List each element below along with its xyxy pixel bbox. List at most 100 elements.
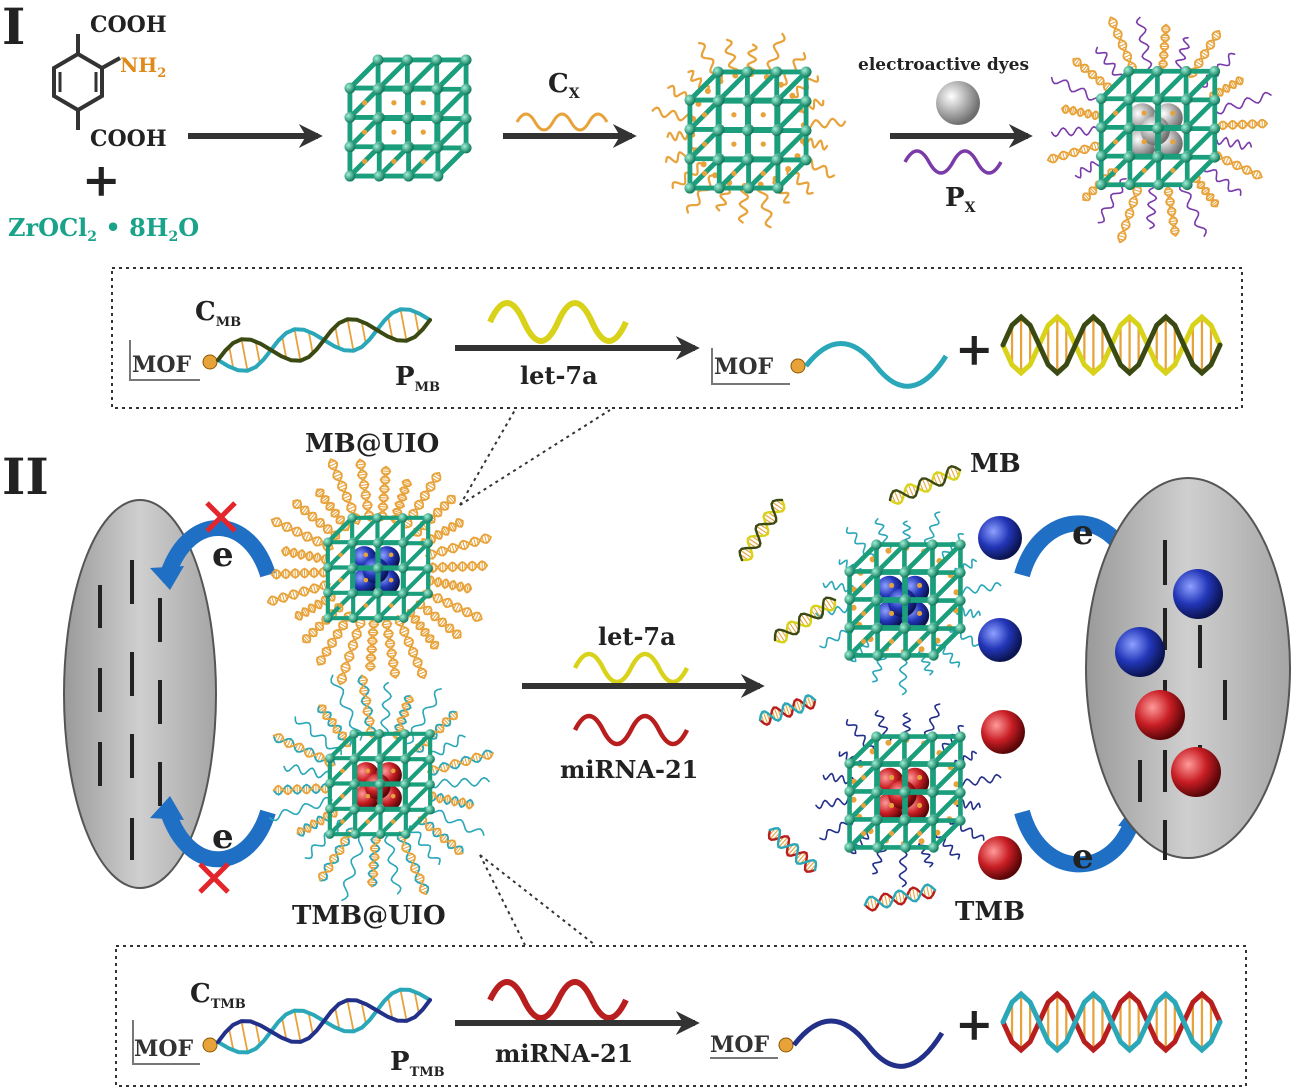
dye-sphere-icon: [936, 81, 980, 125]
base-pair: [926, 884, 930, 899]
zr-node: [347, 563, 357, 574]
zr-node: [899, 567, 910, 578]
duplex: [1000, 313, 1223, 377]
zr-node: [927, 567, 938, 578]
mof-nodes: [844, 731, 966, 853]
strut: [1127, 68, 1160, 102]
probe-duplex: [292, 499, 341, 541]
electrode-left-probes: [98, 560, 162, 860]
base-pair: [366, 656, 376, 659]
linker-dot: [889, 802, 895, 808]
strut: [1156, 68, 1189, 102]
linker-dot: [1170, 167, 1176, 174]
probe-duplex: [1158, 23, 1171, 70]
mof-right-bracket-mb: [711, 348, 790, 385]
strut: [435, 86, 469, 120]
let7a-label-middle: let-7a: [598, 622, 676, 651]
linker-dot: [701, 141, 708, 147]
let7a-strand-top: [487, 300, 629, 344]
strand-b: [1188, 30, 1221, 79]
probe-duplex: [1217, 118, 1268, 131]
base-pair: [281, 1017, 288, 1041]
base-pair: [1234, 161, 1240, 170]
strand-a: [1061, 104, 1101, 119]
zr-node: [871, 567, 882, 578]
base-pair: [369, 864, 379, 867]
base-pair: [367, 640, 377, 642]
zr-node: [400, 779, 410, 790]
probe-strand: [1095, 46, 1124, 81]
base-pair: [824, 597, 834, 611]
probe-strand: [380, 681, 393, 737]
zr-node: [1123, 123, 1135, 134]
cross-mark-top-icon: [205, 501, 237, 533]
base-pair: [893, 490, 901, 504]
mirna21-label-box: miRNA-21: [495, 1039, 633, 1068]
base-pair: [397, 718, 407, 723]
base-pair: [322, 648, 331, 655]
strut: [376, 57, 410, 91]
base-pair: [447, 495, 455, 504]
zr-node: [401, 142, 413, 154]
probe-duplex: [426, 575, 473, 594]
mirna21-strand-bottom: [487, 979, 629, 1021]
strut: [401, 541, 431, 570]
zr-node: [1209, 94, 1221, 106]
strut: [378, 731, 407, 761]
probe-anchor: [777, 81, 784, 88]
zr-node: [403, 170, 415, 182]
probe-duplex: [364, 618, 380, 672]
mb-on-electrode-1: [1173, 569, 1223, 619]
linker-dot: [889, 830, 895, 836]
linker-dot: [861, 830, 867, 836]
base-pair: [805, 860, 816, 872]
base-pair: [404, 697, 414, 702]
mof-framework: [847, 734, 963, 850]
zr-node: [1209, 123, 1221, 134]
probe-strand: [724, 38, 740, 77]
zr-node: [712, 66, 724, 78]
probe-duplex: [405, 608, 440, 650]
base-pair: [401, 845, 411, 850]
base-pair: [383, 632, 394, 636]
base-pair: [318, 873, 328, 880]
base-pair: [441, 834, 448, 843]
released-mb-sphere-2: [978, 618, 1022, 662]
base-pair: [304, 532, 310, 541]
base-pair: [445, 598, 450, 608]
strand-a: [1158, 23, 1171, 70]
strand-b: [1046, 143, 1102, 164]
mof-nodes: [344, 54, 472, 182]
strand-b: [1165, 186, 1180, 237]
base-pair: [426, 822, 433, 831]
zr-node: [349, 729, 359, 739]
base-pair: [365, 665, 375, 668]
probe-duplex: [417, 815, 464, 856]
base-pair: [228, 346, 235, 369]
strand-a: [863, 886, 937, 912]
probe-strand: [269, 796, 333, 822]
base-pair: [769, 828, 780, 840]
base-pair: [438, 793, 442, 803]
linker-dot: [361, 100, 368, 106]
base-pair: [1159, 63, 1168, 65]
zr-node: [800, 125, 812, 137]
base-pair: [362, 504, 372, 507]
strut: [775, 128, 809, 162]
zr-node: [800, 154, 812, 166]
base-pair: [431, 765, 436, 775]
linker-dot: [338, 603, 343, 608]
probe-strand: [651, 106, 695, 122]
strut: [931, 598, 963, 630]
probe-duplex: [1191, 174, 1220, 208]
linker-dot: [861, 638, 867, 644]
probe-strand: [424, 806, 485, 836]
base-pair: [449, 522, 456, 532]
base-pair: [784, 703, 791, 717]
base-pair: [935, 472, 943, 486]
base-pair: [302, 607, 309, 617]
zr-node: [713, 182, 725, 194]
zr-node: [712, 95, 724, 107]
base-pair: [453, 630, 461, 639]
base-pair: [414, 502, 424, 508]
